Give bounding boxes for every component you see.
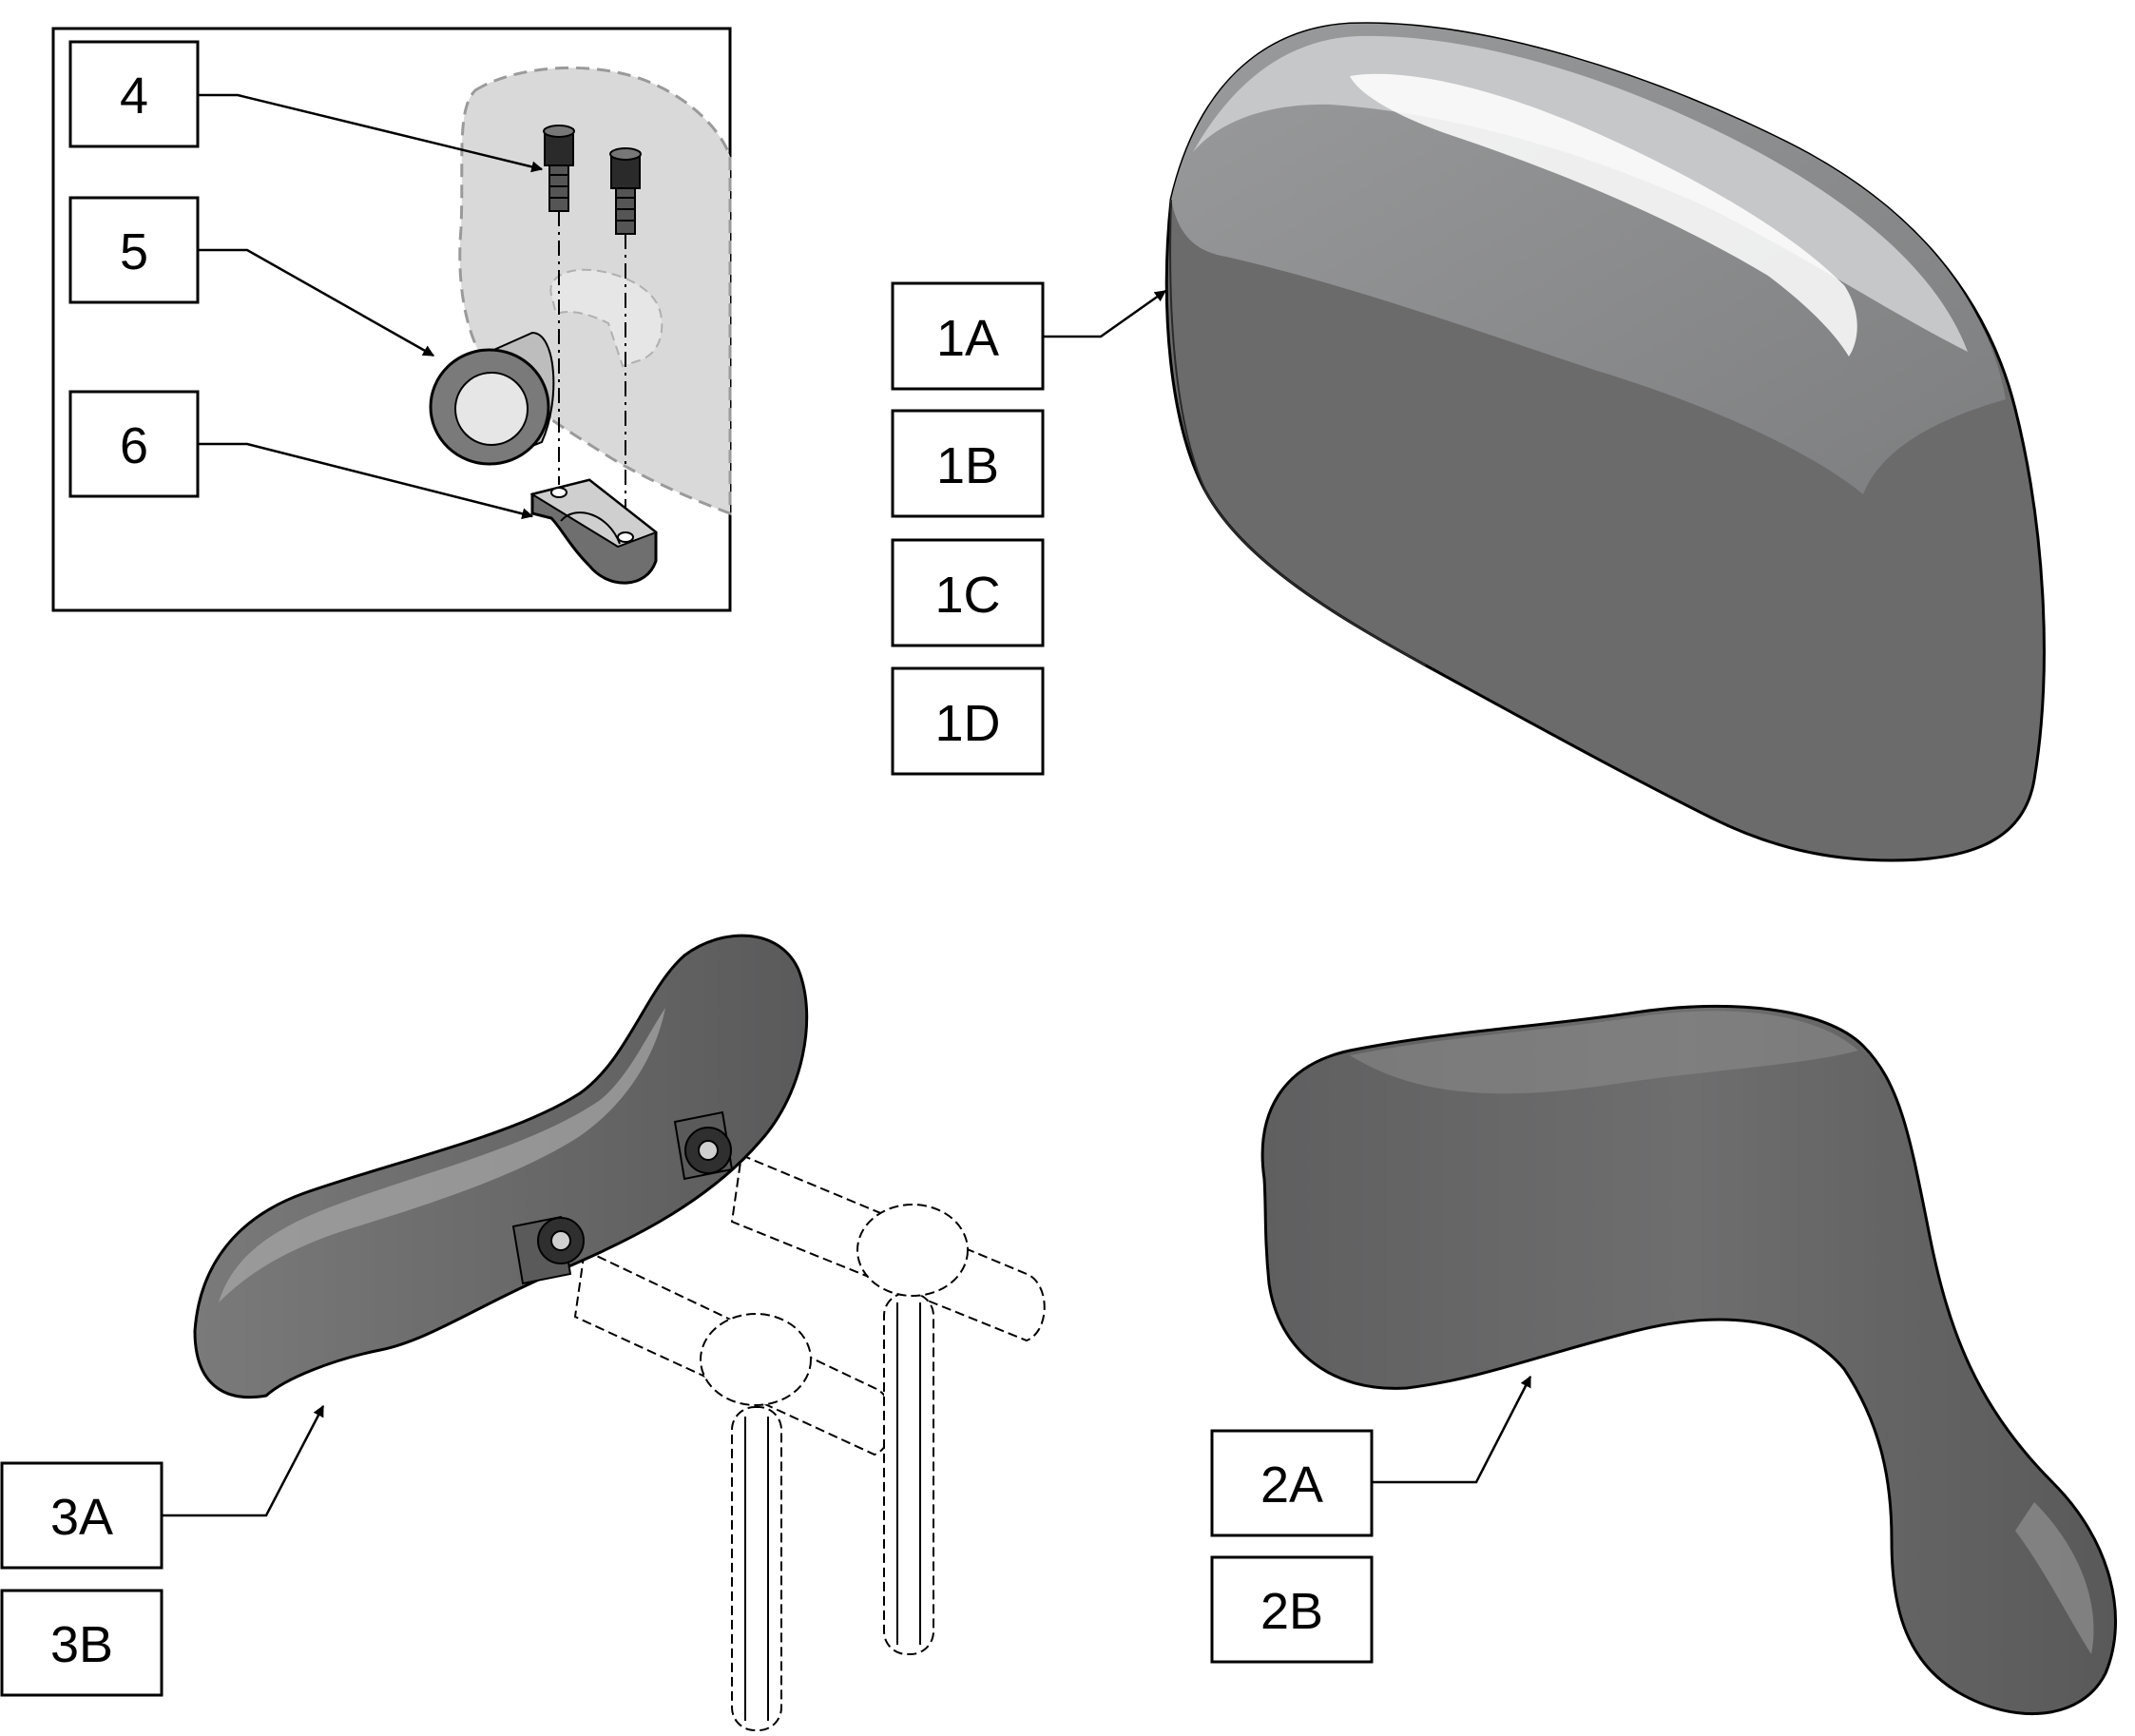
socket-head-screw-icon [543, 125, 575, 212]
callout-box-1d [891, 666, 1045, 776]
socket-head-screw-icon [609, 147, 642, 235]
large-oval-headrest-icon [1164, 22, 2046, 862]
callout-1c: 1C [934, 567, 1000, 624]
callout-box-6 [68, 390, 200, 498]
inset-detail: 4 5 6 [51, 27, 732, 612]
callout-3a: 3A [50, 1489, 113, 1546]
callout-3b: 3B [50, 1616, 113, 1673]
clamp-half-icon [529, 478, 659, 585]
callout-box-2a [1210, 1429, 1374, 1537]
callout-box-2b [1210, 1555, 1374, 1664]
callout-box-1b [891, 409, 1045, 518]
leader-5 [198, 248, 435, 357]
callout-5: 5 [120, 223, 148, 280]
callout-6: 6 [120, 417, 148, 474]
callout-box-5 [68, 196, 200, 304]
leader-6 [198, 442, 534, 520]
callout-2a: 2A [1260, 1456, 1323, 1514]
leader-3a [162, 1404, 325, 1517]
spacer-ring-icon [429, 331, 555, 466]
leader-2a [1372, 1375, 1532, 1484]
callout-box-3b [0, 1589, 163, 1697]
mount-clip-icon [673, 1110, 734, 1181]
leader-1a [1043, 289, 1166, 338]
ghost-clamp-icon [549, 268, 664, 368]
callout-box-1a [891, 281, 1045, 391]
curved-headrest-icon [1260, 1004, 2117, 1716]
headrest-with-mount-icon [193, 934, 1046, 1731]
mount-clip-icon [511, 1215, 585, 1285]
callout-box-4 [68, 40, 200, 148]
callout-1d: 1D [934, 695, 1000, 752]
callout-2b: 2B [1260, 1583, 1323, 1640]
callout-1b: 1B [936, 437, 999, 494]
callout-4: 4 [120, 68, 148, 125]
callout-1a: 1A [936, 310, 999, 367]
leader-4 [198, 93, 544, 173]
callout-box-1c [891, 538, 1045, 647]
